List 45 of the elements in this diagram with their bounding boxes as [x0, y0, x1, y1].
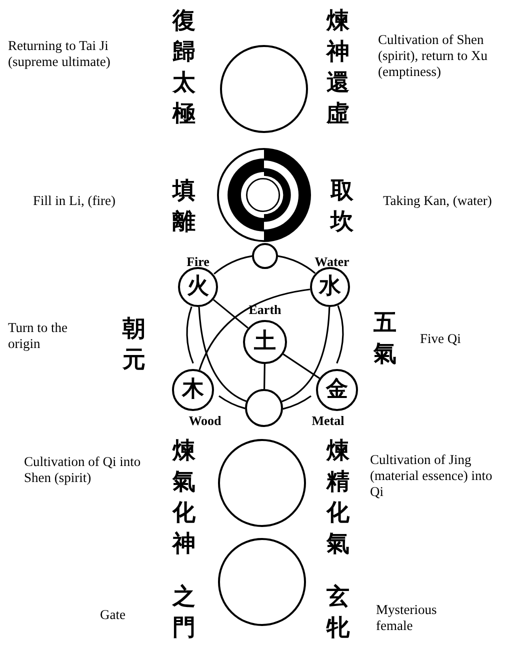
caption-text: Gate	[100, 607, 126, 623]
connector-line	[218, 395, 246, 410]
circle	[245, 389, 283, 427]
connector-line	[278, 255, 316, 274]
vertical-chinese-text: 復歸太極	[172, 7, 196, 129]
connector-line	[186, 306, 194, 364]
element-circle: 木	[172, 369, 214, 411]
connector-line	[264, 364, 266, 390]
element-circle: 金	[316, 369, 358, 411]
caption-text: Cultivation of Jing (material essence) into Qi	[370, 452, 494, 500]
connector-line	[214, 255, 252, 275]
caption-text: Turn to the origin	[8, 320, 69, 352]
element-circle: 土	[243, 320, 287, 364]
connector-line	[212, 299, 248, 329]
vertical-chinese-text: 煉精化氣	[326, 437, 350, 559]
caption-text: Five Qi	[420, 331, 462, 347]
connector-line	[282, 354, 320, 380]
vertical-chinese-text: 之門	[172, 583, 196, 643]
element-circle: 水	[310, 267, 350, 307]
connector-line	[282, 395, 312, 410]
element-label: Water	[314, 254, 350, 270]
caption-text: Cultivation of Qi into Shen (spirit)	[24, 454, 142, 486]
element-label: Earth	[248, 302, 282, 318]
vertical-chinese-text: 煉神還虛	[326, 7, 350, 129]
caption-text: Taking Kan, (water)	[383, 193, 493, 209]
connector-line	[198, 288, 310, 370]
concentric-ring-symbol	[217, 148, 311, 242]
circle	[252, 243, 278, 269]
caption-text: Cultivation of Shen (spirit), return to Xu (emptiness)	[378, 32, 488, 80]
element-label: Fire	[186, 254, 210, 270]
caption-text: Mysterious female	[376, 602, 438, 634]
vertical-chinese-text: 五氣	[373, 309, 397, 369]
element-label: Wood	[188, 413, 222, 429]
vertical-chinese-text: 取坎	[330, 177, 354, 237]
element-label: Metal	[312, 413, 344, 429]
caption-text: Returning to Tai Ji (supreme ultimate)	[8, 38, 112, 70]
connector-line	[198, 306, 247, 402]
connector-line	[336, 305, 344, 364]
connector-line	[282, 306, 330, 402]
vertical-chinese-text: 朝元	[122, 315, 146, 375]
element-circle: 火	[178, 267, 218, 307]
vertical-chinese-text: 煉氣化神	[172, 437, 196, 559]
vertical-chinese-text: 玄牝	[326, 583, 350, 643]
vertical-chinese-text: 填離	[172, 177, 196, 237]
caption-text: Fill in Li, (fire)	[33, 193, 116, 209]
